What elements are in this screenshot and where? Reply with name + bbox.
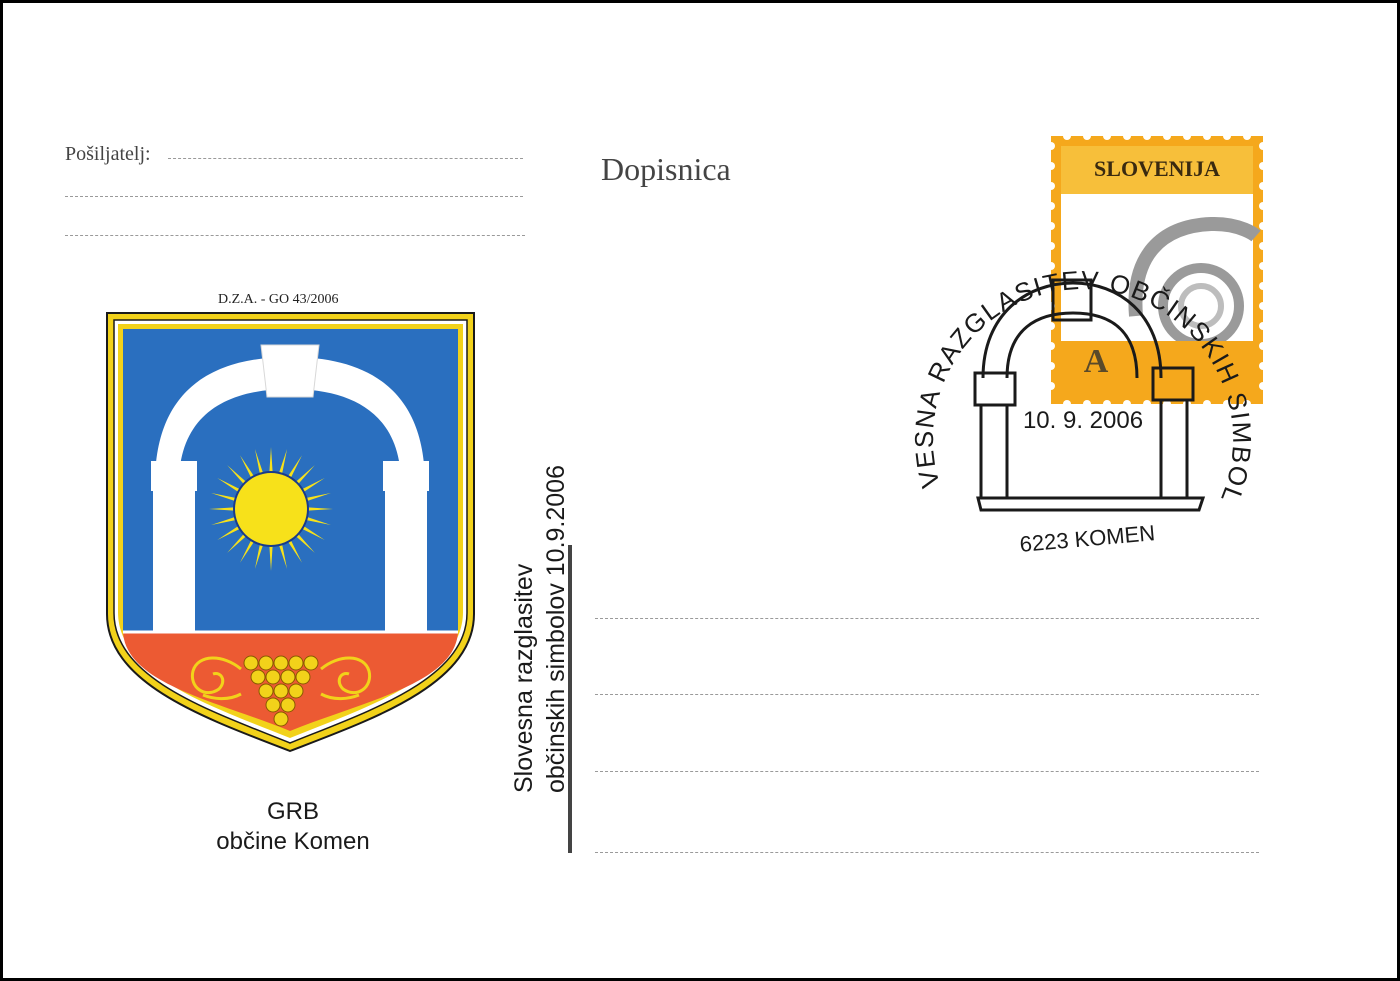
address-line-4: [595, 852, 1259, 853]
postmark-arc-text: SLOVESNA RAZGLASITEV OBČINSKIH SIMBOLOV: [892, 204, 1257, 509]
address-line-3: [595, 771, 1259, 772]
postmark-date: 10. 9. 2006: [1023, 407, 1143, 434]
stamp-rate: A: [1084, 343, 1109, 380]
address-line-1: [595, 618, 1259, 619]
address-line-2: [595, 694, 1259, 695]
vine-scroll-icon: [190, 656, 372, 701]
caption-subtitle: občine Komen: [216, 828, 370, 855]
card-heading: Dopisnica: [601, 151, 731, 187]
postage-stamp: SLOVENIJA A: [1047, 132, 1267, 408]
grapes-icon: [243, 655, 319, 727]
sender-line-1: [168, 158, 523, 159]
coat-of-arms: [106, 312, 475, 753]
sender-line-2: [65, 196, 523, 197]
sender-label: Pošiljatelj:: [65, 143, 151, 165]
caption-title: GRB: [266, 798, 319, 825]
postmark-place: 6223 KOMEN: [1019, 520, 1156, 557]
sun-icon: [209, 447, 333, 571]
commemorative-text: Slovesna razglasitev občinskih simbolov …: [508, 393, 572, 793]
sender-line-3: [65, 235, 525, 236]
arch-gate: [151, 344, 429, 631]
reference-code: D.Z.A. - GO 43/2006: [218, 292, 339, 307]
divider-bar: [568, 545, 572, 853]
postmark: SLOVESNA RAZGLASITEV OBČINSKIH SIMBOLOV …: [892, 204, 1256, 557]
stamp-country: SLOVENIJA: [1094, 156, 1220, 181]
postmark-arch-icon: [973, 278, 1206, 512]
commemorative-line-1: Slovesna razglasitev: [510, 563, 538, 793]
